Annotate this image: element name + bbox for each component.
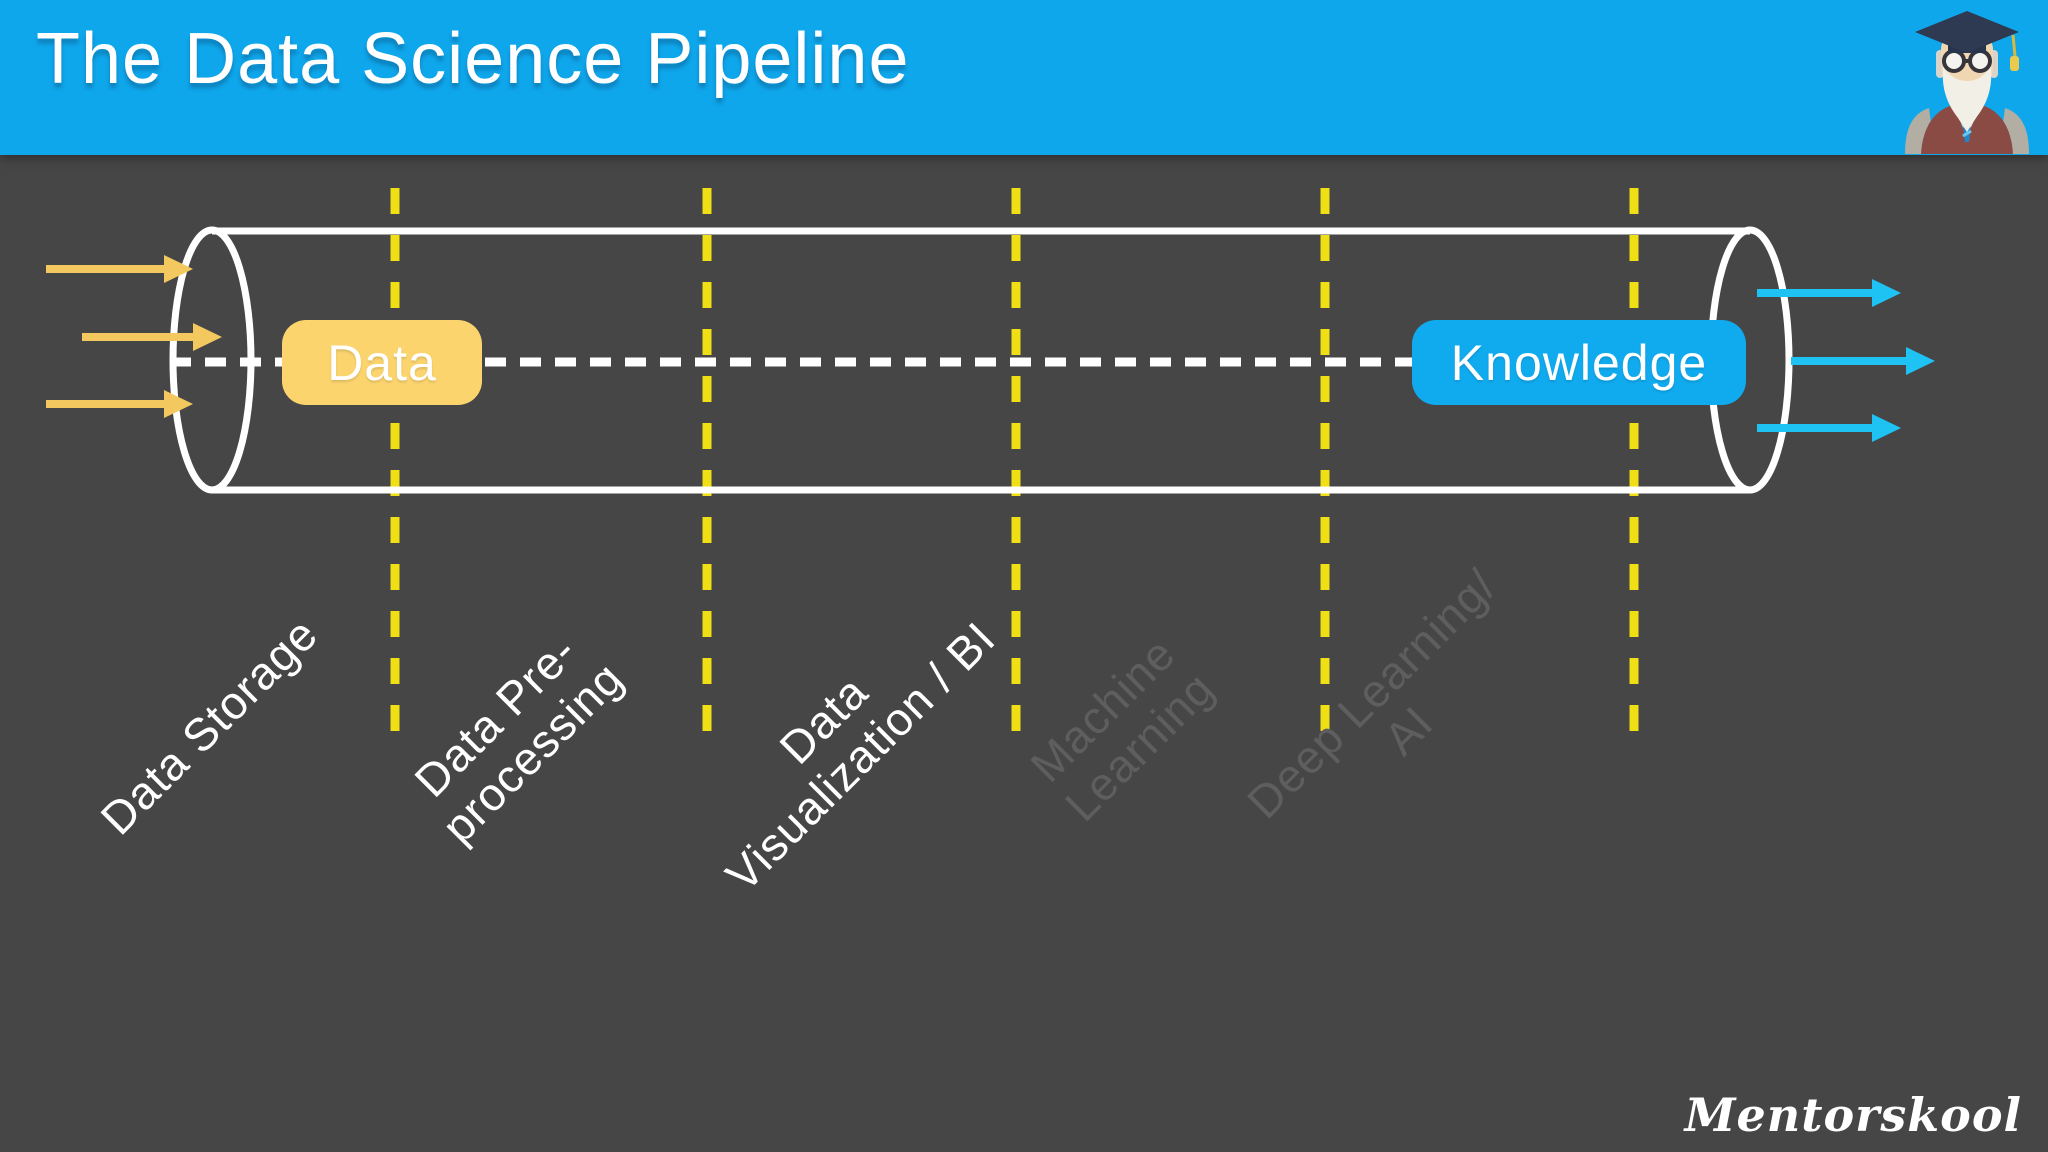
knowledge-box: Knowledge — [1412, 320, 1746, 405]
input-arrows — [46, 255, 222, 418]
output-arrow-3 — [1757, 414, 1901, 442]
professor-graduate-icon — [1905, 11, 2029, 154]
input-arrow-3 — [46, 390, 193, 418]
input-arrow-1 — [46, 255, 193, 283]
output-arrow-1 — [1757, 279, 1901, 307]
pipe-left-opening — [169, 226, 255, 494]
input-arrow-2 — [82, 323, 222, 351]
page-title: The Data Science Pipeline — [36, 19, 910, 99]
mentorskool-logo: Mentorskool — [1684, 1088, 2022, 1142]
header-bar: The Data Science Pipeline — [0, 0, 2048, 155]
output-arrow-2 — [1791, 347, 1935, 375]
data-box: Data — [282, 320, 482, 405]
cap-tassel — [2010, 56, 2019, 71]
graduation-cap — [1915, 11, 2019, 53]
pipe-cylinder — [169, 226, 1793, 494]
knowledge-box-label: Knowledge — [1450, 334, 1708, 391]
professor-beard — [1942, 66, 1992, 132]
output-arrows — [1757, 279, 1935, 442]
data-box-label: Data — [327, 334, 437, 391]
